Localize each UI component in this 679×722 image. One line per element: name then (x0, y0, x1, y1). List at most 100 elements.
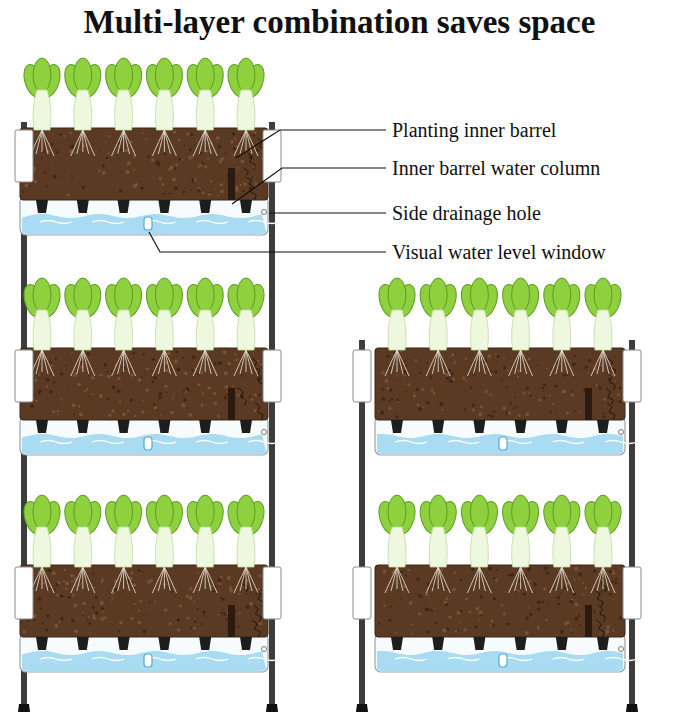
bok-choy (375, 495, 419, 650)
soil-grain (140, 600, 143, 603)
soil-grain (249, 396, 251, 398)
soil-grain (462, 376, 465, 379)
soil-grain (154, 600, 156, 602)
water-tray (375, 416, 625, 455)
soil-grain (549, 395, 551, 397)
soil-grain (440, 569, 443, 572)
soil-grain (212, 590, 215, 593)
soil-crack (248, 153, 256, 170)
soil-grain (232, 385, 234, 387)
soil-grain (602, 412, 604, 414)
soil-crack (244, 168, 252, 185)
soil-grain (380, 410, 384, 414)
water-ripple (196, 441, 228, 444)
soil-grain (70, 132, 73, 135)
soil-grain (594, 384, 596, 386)
soil-grain (224, 371, 228, 375)
soil-grain (146, 367, 149, 370)
water-ripple (605, 441, 637, 444)
soil-grain (68, 596, 71, 599)
drainage-hole (619, 430, 624, 435)
soil-grain (142, 410, 145, 413)
rack-clip (263, 567, 281, 619)
soil-grain (23, 630, 26, 633)
soil-grain (57, 605, 59, 607)
soil-grain (63, 580, 65, 582)
soil-grain (201, 403, 204, 406)
soil-grain (64, 569, 66, 571)
water-tray (20, 196, 268, 235)
soil-grain (584, 365, 588, 369)
soil-crack (607, 373, 615, 390)
soil-grain (79, 413, 83, 417)
soil-grain (465, 597, 468, 600)
soil-grain (230, 140, 234, 144)
soil-grain (38, 373, 41, 376)
soil-grain (260, 363, 262, 365)
soil-grain (508, 412, 511, 415)
soil-grain (434, 622, 437, 625)
soil-grain (158, 395, 162, 399)
soil-grain (396, 399, 399, 402)
soil-grain (214, 362, 217, 365)
soil-grain (617, 393, 620, 396)
soil-grain (258, 622, 262, 626)
soil-grain (574, 355, 576, 357)
soil-grain (218, 361, 222, 365)
soil-grain (76, 568, 78, 570)
soil-grain (493, 577, 495, 579)
soil-grain (218, 596, 219, 597)
water-ripple (248, 441, 280, 444)
soil-grain (235, 186, 239, 190)
soil-grain (443, 630, 444, 631)
water-tray (20, 633, 268, 672)
soil-grain (556, 410, 558, 412)
soil-grain (128, 608, 129, 609)
soil-grain (143, 400, 145, 402)
soil-grain (489, 393, 492, 396)
soil-grain (261, 623, 262, 624)
soil-grain (573, 382, 575, 384)
soil-grain (46, 614, 50, 618)
soil-grain (189, 587, 192, 590)
water-level-window (144, 217, 152, 230)
drainage-hole (619, 647, 624, 652)
soil-grain (413, 394, 416, 397)
soil-grain (543, 587, 547, 591)
soil-grain (441, 409, 443, 411)
racks (15, 58, 641, 712)
soil-grain (251, 621, 253, 623)
soil-grain (179, 605, 182, 608)
soil-grain (226, 391, 228, 393)
soil-grain (537, 608, 540, 611)
bok-choy (416, 278, 460, 433)
water-tray (375, 633, 625, 672)
soil-grain (174, 187, 178, 191)
soil-grain (220, 597, 222, 599)
soil-grain (82, 186, 86, 190)
soil-grain (451, 353, 454, 356)
soil-grain (254, 182, 257, 185)
soil-grain (218, 614, 220, 616)
soil-grain (421, 388, 424, 391)
soil-grain (50, 361, 52, 363)
water-ripple (92, 221, 124, 224)
soil-grain (538, 398, 541, 401)
soil-grain (606, 625, 610, 629)
soil-grain (149, 601, 151, 603)
soil-grain (188, 413, 192, 417)
water-ripple (40, 441, 72, 444)
soil-grain (418, 612, 421, 615)
soil-grain (138, 378, 141, 381)
soil-grain (89, 394, 91, 396)
soil-grain (400, 350, 402, 352)
soil-grain (53, 175, 57, 179)
soil-grain (400, 599, 402, 601)
soil-grain (118, 158, 120, 160)
soil-grain (537, 626, 541, 630)
soil-grain (475, 400, 477, 402)
soil-grain (99, 149, 101, 151)
bok-choy (458, 495, 502, 650)
soil-grain (251, 176, 253, 178)
soil-grain (419, 595, 422, 598)
